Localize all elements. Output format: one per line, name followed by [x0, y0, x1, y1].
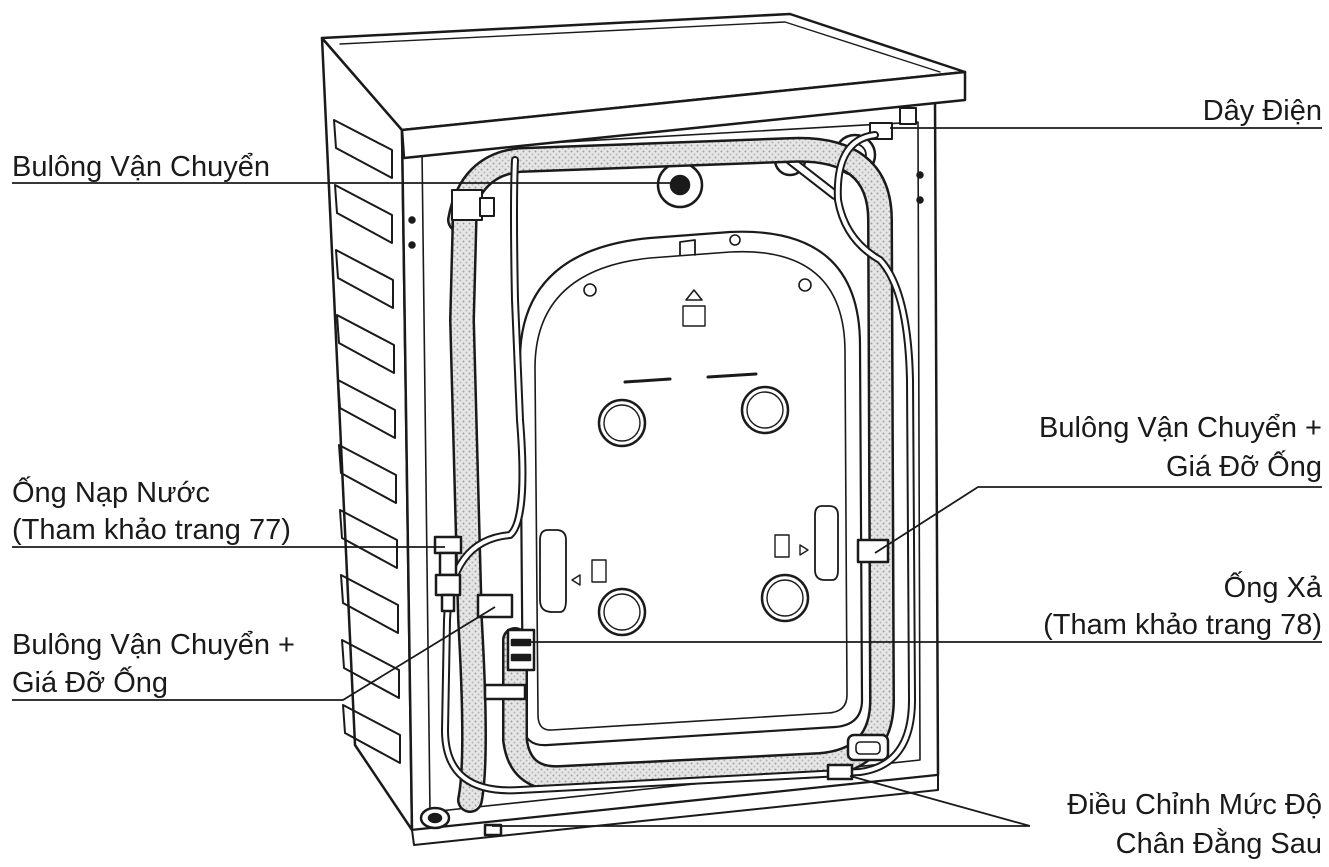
side-vents	[333, 119, 401, 764]
label-water-inlet-line1: Ống Nạp Nước	[12, 475, 210, 509]
hose-holder-right-icon	[856, 538, 890, 564]
label-holder-left-line1: Bulông Vận Chuyển +	[12, 629, 295, 661]
machine-side-panel	[320, 36, 414, 832]
leader-holder-left	[12, 606, 496, 701]
label-holder-right-line2: Giá Đỡ Ống	[1166, 449, 1322, 483]
label-transport-bolt-top: Bulông Vận Chuyển	[12, 151, 270, 183]
label-drain-hose-line1: Ống Xả	[1224, 570, 1323, 604]
leader-rear-feet	[492, 775, 1031, 827]
rear-foot-right-icon	[826, 763, 854, 781]
label-holder-right-line1: Bulông Vận Chuyển +	[1039, 412, 1322, 444]
labels: Dây Điện Bulông Vận Chuyển Bulông Vận Ch…	[12, 95, 1323, 860]
label-drain-hose-line2: (Tham khảo trang 78)	[1043, 609, 1322, 641]
label-rear-feet-line1: Điều Chỉnh Mức Độ	[1067, 789, 1322, 821]
water-inlet-valve-icon	[433, 535, 463, 613]
label-power-cord: Dây Điện	[1203, 95, 1322, 127]
label-rear-feet-line2: Chân Đằng Sau	[1116, 827, 1322, 860]
label-water-inlet-line2: (Tham khảo trang 77)	[12, 514, 291, 546]
machine-illustration	[320, 12, 967, 846]
leader-lines	[12, 127, 1322, 827]
label-holder-left-line2: Giá Đỡ Ống	[12, 665, 168, 699]
back-cover	[518, 230, 864, 747]
leader-holder-right	[874, 486, 1322, 554]
